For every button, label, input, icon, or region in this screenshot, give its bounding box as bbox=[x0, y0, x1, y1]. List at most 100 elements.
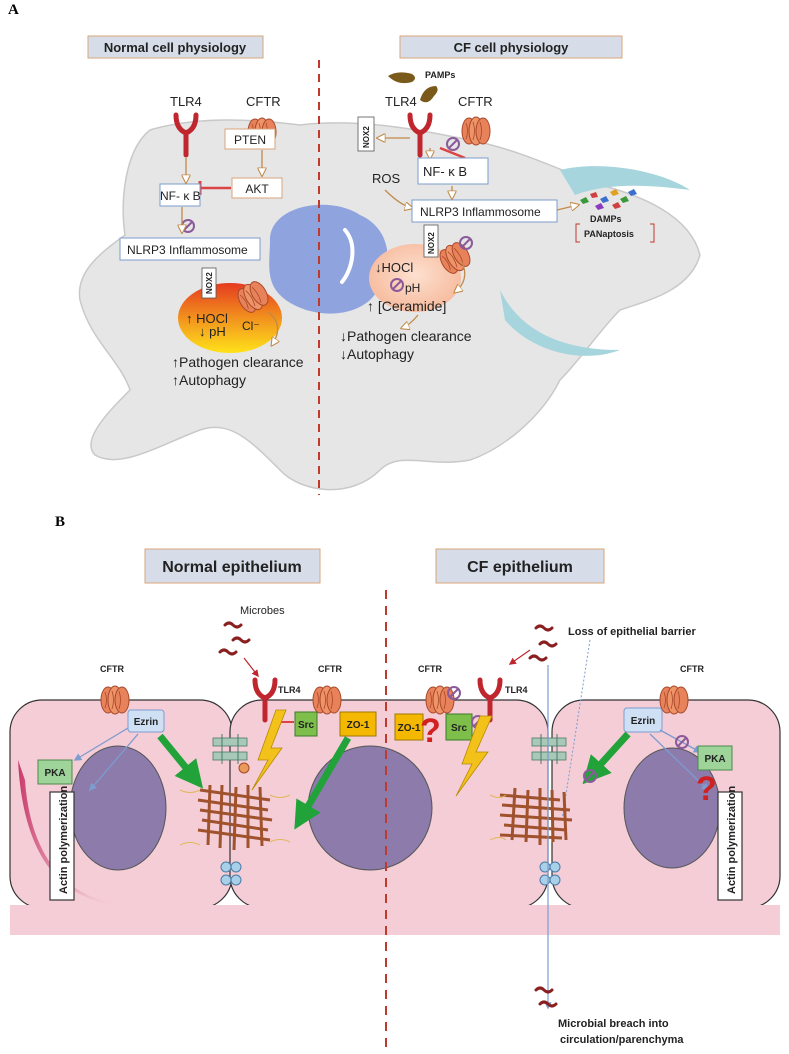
breach-microbe-2 bbox=[538, 1000, 558, 1008]
normal-cftr-label: CFTR bbox=[246, 94, 281, 109]
cf-epithelium-title: CF epithelium bbox=[467, 559, 573, 576]
cf-microbe-3 bbox=[528, 654, 548, 662]
b-normal-ezrin-label: Ezrin bbox=[134, 717, 158, 728]
ros-nlrp3-arrow bbox=[384, 189, 412, 208]
chloride-arrow bbox=[267, 311, 278, 345]
panaptosis-bracket-right bbox=[650, 223, 655, 243]
cf-outcome-autophagy: ↓Autophagy bbox=[340, 346, 414, 362]
teal-vesicle-lower bbox=[500, 290, 620, 356]
normal-nox2-box bbox=[201, 267, 217, 299]
normal-ph-label: ↓ pH bbox=[199, 324, 226, 339]
normal-outcome-autophagy: ↑Autophagy bbox=[172, 372, 246, 388]
b-cf-src-box bbox=[445, 713, 473, 741]
normal-nlrp3-box bbox=[119, 237, 261, 261]
ros-label: ROS bbox=[372, 171, 401, 186]
normal-outcome-clearance: ↑Pathogen clearance bbox=[172, 354, 304, 370]
pamps-shape-1 bbox=[388, 72, 415, 84]
breach-microbe-1 bbox=[534, 986, 554, 994]
cf-ezrin-actin-arrow bbox=[649, 733, 710, 792]
cf-tlr4-label: TLR4 bbox=[385, 94, 417, 109]
basal-layer bbox=[10, 905, 780, 935]
pten-box bbox=[224, 128, 276, 150]
cf-outcome-clearance: ↓Pathogen clearance bbox=[340, 328, 472, 344]
b-cf-pka-question: ? bbox=[696, 770, 717, 808]
cf-lightning bbox=[455, 715, 493, 797]
nucleus-highlight bbox=[340, 228, 355, 284]
b-normal-actin-label: Actin polymerization bbox=[58, 786, 70, 894]
microbe-1 bbox=[223, 621, 243, 629]
b-normal-ezrin-box bbox=[127, 709, 165, 733]
cf-ph-label: pH bbox=[405, 281, 420, 295]
normal-nox2-label: NOX2 bbox=[205, 272, 214, 294]
ceramide-label: ↑ [Ceramide] bbox=[367, 298, 446, 314]
normal-nlrp3-label: NLRP3 Inflammosome bbox=[127, 243, 248, 257]
b-normal-pka-label: PKA bbox=[44, 768, 65, 779]
b-cf-actin-box bbox=[717, 791, 743, 901]
cf-nox2-box bbox=[423, 224, 439, 258]
b-normal-zo1-box bbox=[339, 711, 377, 737]
normal-tight-junction bbox=[212, 734, 248, 764]
b-normal-cftr-left bbox=[100, 685, 130, 715]
normal-lightning bbox=[251, 709, 287, 791]
normal-nfkb-box bbox=[159, 183, 201, 207]
akt-box bbox=[231, 177, 283, 199]
akt-label: AKT bbox=[245, 182, 269, 196]
pten-label: PTEN bbox=[234, 133, 266, 147]
panel-b-letter: B bbox=[55, 514, 65, 530]
microbe-3 bbox=[218, 648, 238, 656]
normal-epithelium-title: Normal epithelium bbox=[162, 559, 302, 576]
breach-label-line2: circulation/parenchyma bbox=[560, 1034, 684, 1046]
ceramide-arrow bbox=[402, 314, 419, 328]
ezrin-actin-arrow bbox=[88, 733, 139, 792]
panaptosis-bracket-left bbox=[575, 223, 580, 243]
b-normal-pka-box bbox=[37, 759, 73, 785]
normal-hocl-label: ↑ HOCl bbox=[186, 311, 228, 326]
cf-nfkb-box bbox=[417, 157, 489, 185]
b-normal-tlr4-label: TLR4 bbox=[278, 685, 301, 695]
cf-microbes-tlr4-arrow bbox=[508, 649, 531, 665]
b-cf-actin-label: Actin polymerization bbox=[726, 786, 738, 894]
cf-phagolysosome bbox=[369, 244, 461, 312]
b-cf-cftr-right-label: CFTR bbox=[680, 664, 704, 674]
b-cf-pka-label: PKA bbox=[704, 754, 725, 765]
cf-lysosome-arrow bbox=[455, 261, 466, 292]
normal-desmosomes bbox=[220, 861, 242, 886]
loss-barrier-label: Loss of epithelial barrier bbox=[568, 626, 696, 638]
damps-cluster bbox=[580, 189, 637, 210]
b-cf-pka-box bbox=[697, 745, 733, 771]
ezrin-junction-green-arrow bbox=[157, 733, 204, 789]
normal-nfkb-label: NF- κ B bbox=[160, 189, 201, 203]
b-cf-zo1-label: ZO-1 bbox=[398, 723, 421, 734]
damps-label: DAMPs bbox=[590, 214, 622, 224]
normal-cell-title-box bbox=[87, 35, 264, 59]
cf-nox2-top-box bbox=[357, 116, 375, 152]
cf-nox2-top-label: NOX2 bbox=[362, 126, 371, 148]
b-cf-cftr-mid-label: CFTR bbox=[418, 664, 442, 674]
normal-tlr4-label: TLR4 bbox=[170, 94, 202, 109]
cf-nlrp3-label: NLRP3 Inflammosome bbox=[420, 205, 541, 219]
microbes-label: Microbes bbox=[240, 605, 285, 617]
normal-phospho-dot bbox=[238, 762, 250, 774]
cf-nox2-label: NOX2 bbox=[427, 232, 436, 254]
nucleus-b-1 bbox=[69, 745, 167, 871]
b-cf-src-label: Src bbox=[451, 723, 468, 734]
pamps-shape-2 bbox=[420, 86, 438, 103]
b-normal-src-box bbox=[294, 711, 318, 737]
pamps-label: PAMPs bbox=[425, 70, 455, 80]
b-cf-zo1-box bbox=[394, 713, 424, 741]
normal-actin-fibers bbox=[179, 784, 291, 851]
b-normal-actin-box bbox=[49, 791, 75, 901]
nlrp3-damps-arrow bbox=[556, 205, 578, 210]
teal-vesicle bbox=[560, 166, 690, 195]
normal-cell-title: Normal cell physiology bbox=[104, 40, 247, 55]
b-normal-zo1-label: ZO-1 bbox=[347, 720, 370, 731]
cf-ezrin-junction-green-arrow bbox=[582, 731, 631, 785]
cf-microbe-1 bbox=[534, 624, 554, 632]
ezrin-pka-arrow bbox=[73, 727, 129, 761]
cf-microbe-2 bbox=[538, 640, 558, 648]
normal-chloride-label: Cl⁻ bbox=[242, 319, 260, 333]
b-normal-cftr-mid-label: CFTR bbox=[318, 664, 342, 674]
cf-cell-title-box bbox=[399, 35, 623, 59]
cf-epithelium-title-box bbox=[435, 548, 605, 584]
